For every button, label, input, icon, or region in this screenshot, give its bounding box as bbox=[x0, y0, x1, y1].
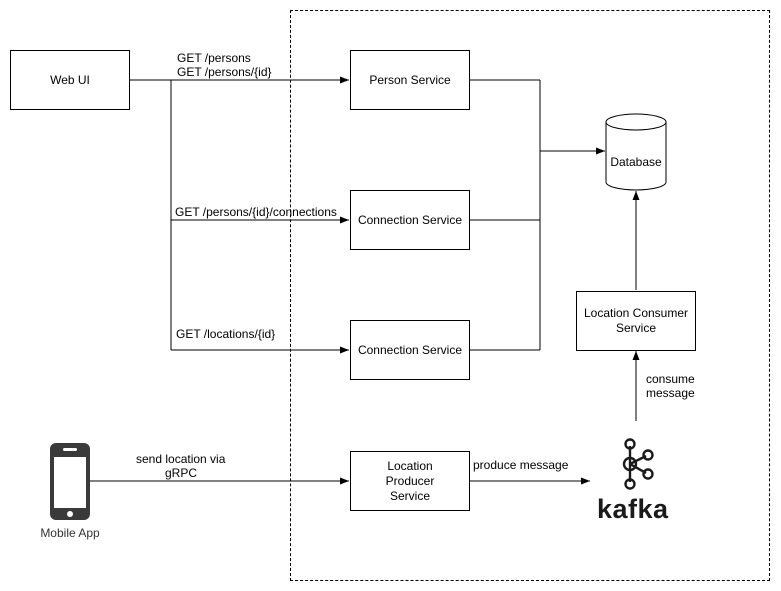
edge-label-produce-message: produce message bbox=[473, 458, 569, 472]
location-producer-service-node: Location Producer Service bbox=[350, 451, 470, 511]
edge-label-message: message bbox=[646, 386, 695, 400]
web-ui-node: Web UI bbox=[10, 50, 130, 110]
mobile-app-label: Mobile App bbox=[40, 526, 100, 540]
database-cylinder bbox=[605, 113, 667, 191]
connection-service-node-1: Connection Service bbox=[350, 190, 470, 250]
kafka-wordmark: kafka bbox=[597, 494, 669, 524]
person-service-node: Person Service bbox=[350, 50, 470, 110]
edge-label-get-locations: GET /locations/{id} bbox=[176, 327, 276, 341]
connection-service-node-2: Connection Service bbox=[350, 320, 470, 380]
edge-label-send-location: send location via bbox=[136, 452, 226, 466]
database-label: Database bbox=[610, 155, 662, 169]
mobile-phone-icon bbox=[50, 443, 90, 520]
edge-label-get-persons: GET /persons bbox=[177, 51, 251, 65]
location-consumer-service-node: Location Consumer Service bbox=[576, 291, 696, 351]
edge-label-grpc: gRPC bbox=[165, 466, 198, 480]
edge-label-get-connections: GET /persons/{id}/connections bbox=[175, 205, 337, 219]
system-boundary bbox=[290, 10, 770, 581]
edge-label-consume: consume bbox=[646, 372, 695, 386]
edge-label-get-person-by-id: GET /persons/{id} bbox=[177, 65, 272, 79]
kafka-logo-icon bbox=[622, 438, 654, 490]
